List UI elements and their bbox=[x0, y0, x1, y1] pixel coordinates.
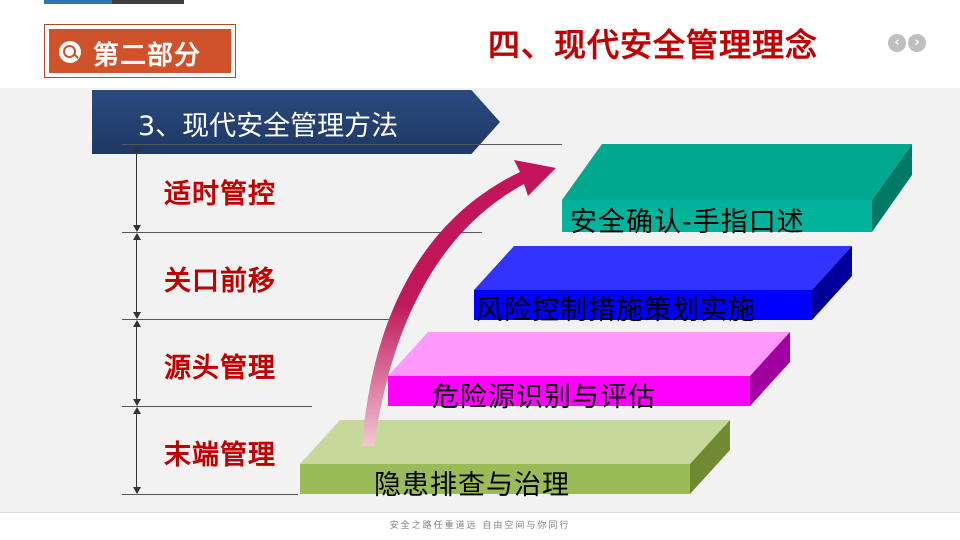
level-label-gate-forward: 关口前移 bbox=[164, 266, 276, 297]
dimension-line bbox=[136, 410, 137, 490]
step-3-label: 风险控制措施策划实施 bbox=[476, 295, 756, 326]
step-4-label: 安全确认-手指口述 bbox=[570, 207, 805, 238]
section-badge: 第二部分 bbox=[44, 24, 236, 78]
level-divider bbox=[122, 494, 298, 495]
arrow-down-icon bbox=[133, 225, 141, 232]
magnifier-icon bbox=[59, 41, 81, 63]
step-4-block bbox=[562, 144, 912, 232]
footer-divider bbox=[0, 512, 960, 513]
footer-slogan: 安全之路任重道远 自由空间与你同行 bbox=[389, 521, 571, 531]
level-label-source-management: 源头管理 bbox=[164, 353, 276, 384]
arrow-down-icon bbox=[133, 312, 141, 319]
arrow-up-icon bbox=[133, 407, 141, 414]
dimension-line bbox=[136, 148, 137, 228]
step-1-label: 隐患排查与治理 bbox=[374, 470, 570, 501]
arrow-up-icon bbox=[133, 320, 141, 327]
arrow-down-icon bbox=[133, 487, 141, 494]
chevron-left-icon[interactable]: ‹ bbox=[888, 34, 906, 52]
level-divider bbox=[122, 406, 312, 407]
section-label: 第二部分 bbox=[93, 41, 202, 71]
level-label-timely-control: 适时管控 bbox=[164, 179, 276, 210]
level-label-end-management: 末端管理 bbox=[164, 440, 276, 471]
section-badge-fill: 第二部分 bbox=[49, 29, 231, 73]
arrow-down-icon bbox=[133, 399, 141, 406]
top-accent-bar-dark bbox=[112, 0, 184, 4]
arrow-up-icon bbox=[133, 233, 141, 240]
step-2-label: 危险源识别与评估 bbox=[432, 382, 656, 413]
chevron-right-icon[interactable]: › bbox=[908, 34, 926, 52]
dimension-line bbox=[136, 236, 137, 316]
arrow-up-icon bbox=[133, 145, 141, 152]
level-divider bbox=[122, 144, 562, 145]
step-3-block bbox=[474, 246, 852, 320]
top-accent-bar-blue bbox=[44, 0, 112, 4]
level-divider bbox=[122, 319, 397, 320]
subheading-text: 3、现代安全管理方法 bbox=[138, 111, 399, 142]
dimension-line bbox=[136, 323, 137, 403]
level-divider bbox=[122, 232, 482, 233]
slide-title: 四、现代安全管理理念 bbox=[488, 26, 819, 64]
step-2-block bbox=[388, 332, 790, 406]
step-1-block bbox=[300, 420, 730, 494]
subheading-banner: 3、现代安全管理方法 bbox=[92, 90, 500, 154]
growth-arrow bbox=[362, 160, 556, 446]
